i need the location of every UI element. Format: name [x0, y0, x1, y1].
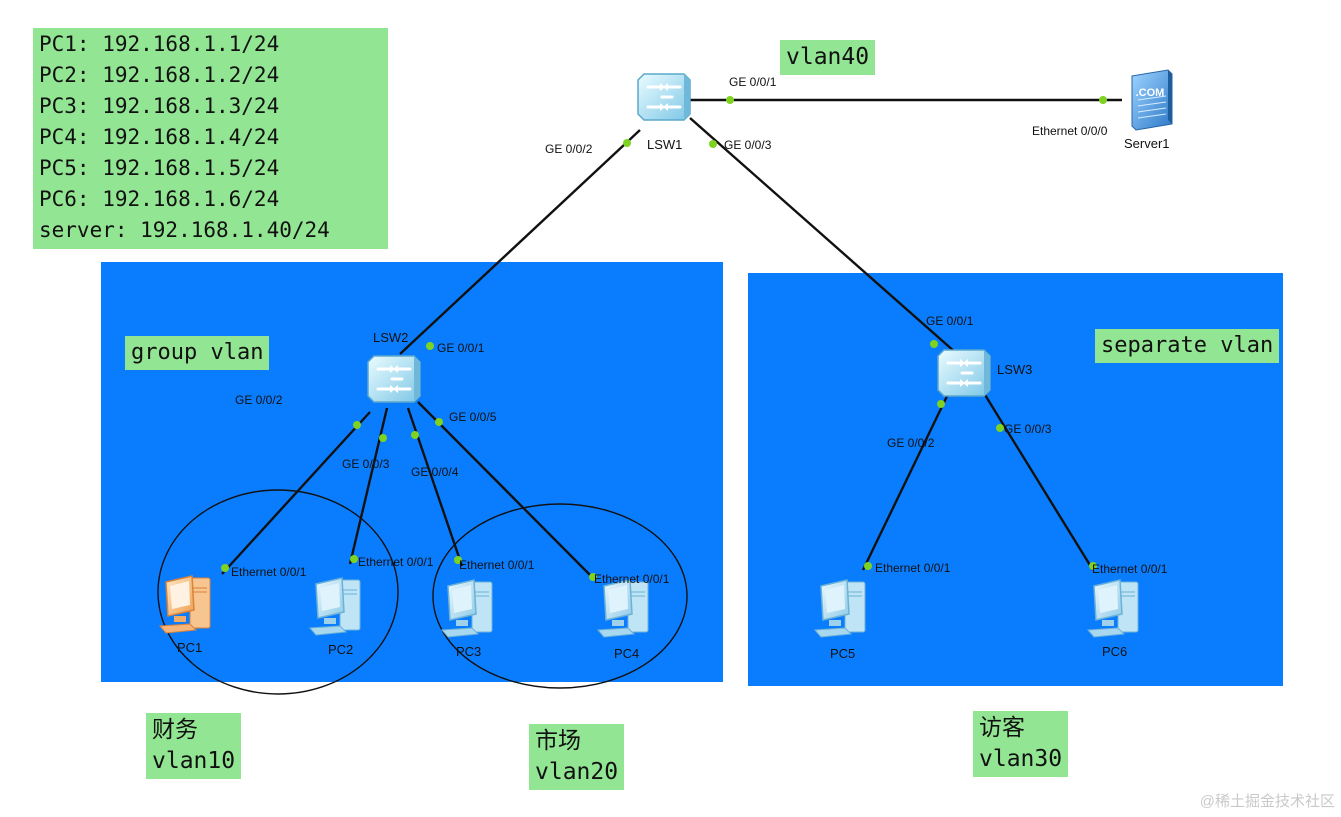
link-lsw2-pc4 — [417, 401, 596, 581]
lsw2-port-g2: GE 0/0/2 — [235, 393, 283, 407]
watermark: @稀土掘金技术社区 — [1199, 793, 1335, 810]
pc2-name: PC2 — [328, 642, 354, 657]
pc3-port-eth: Ethernet 0/0/1 — [459, 558, 535, 572]
lsw3-switch-icon[interactable] — [936, 348, 992, 398]
link-lsw1-lsw2 — [399, 129, 641, 355]
pc4-computer-icon[interactable] — [597, 579, 649, 638]
lsw1-port-g2: GE 0/0/2 — [545, 142, 593, 156]
pc6-name: PC6 — [1102, 644, 1128, 659]
ip-row-pc2: PC2: 192.168.1.2/24 — [39, 63, 280, 87]
pc6-port-eth: Ethernet 0/0/1 — [1092, 562, 1168, 576]
lsw2-port-g1: GE 0/0/1 — [437, 341, 485, 355]
ip-row-pc1: PC1: 192.168.1.1/24 — [39, 32, 280, 56]
pc5-computer-icon[interactable] — [814, 579, 866, 638]
pc6-computer-icon[interactable] — [1087, 579, 1139, 638]
visitor-name: 访客 — [979, 715, 1025, 741]
lsw1-switch-icon[interactable] — [636, 72, 692, 122]
server-com-label: .COM — [1136, 87, 1165, 99]
pc5-name: PC5 — [830, 646, 856, 661]
finance-vlan-caption: 财务 vlan10 — [146, 713, 242, 779]
lsw1-port-g1: GE 0/0/1 — [729, 75, 777, 89]
lsw3-port-g1: GE 0/0/1 — [926, 314, 974, 328]
pc1-computer-icon[interactable] — [159, 575, 211, 634]
ip-row-server: server: 192.168.1.40/24 — [39, 218, 330, 242]
pc3-computer-icon[interactable] — [441, 579, 493, 638]
link-lsw3-pc6 — [980, 389, 1095, 571]
server-port-eth: Ethernet 0/0/0 — [1032, 124, 1108, 138]
ip-row-pc3: PC3: 192.168.1.3/24 — [39, 94, 280, 118]
lsw2-switch-icon[interactable] — [366, 354, 422, 404]
link-lsw1-lsw3 — [689, 117, 956, 353]
vlan20-ellipse — [432, 503, 688, 689]
pc5-port-eth: Ethernet 0/0/1 — [875, 561, 951, 575]
server1-server-icon[interactable] — [1131, 69, 1173, 131]
market-name: 市场 — [535, 728, 581, 754]
lsw3-name: LSW3 — [997, 362, 1033, 377]
lsw1-port-g3: GE 0/0/3 — [724, 138, 772, 152]
finance-vlan: vlan10 — [152, 748, 236, 774]
pc4-port-eth: Ethernet 0/0/1 — [594, 572, 670, 586]
visitor-vlan-caption: 访客 vlan30 — [973, 711, 1069, 777]
pc2-computer-icon[interactable] — [309, 577, 361, 636]
ip-row-pc4: PC4: 192.168.1.4/24 — [39, 125, 280, 149]
separate-vlan-label: separate vlan — [1095, 329, 1280, 363]
group-vlan-label: group vlan — [125, 336, 270, 370]
market-vlan: vlan20 — [535, 759, 619, 785]
lsw2-name: LSW2 — [373, 330, 409, 345]
lsw3-port-g2: GE 0/0/2 — [887, 436, 935, 450]
vlan40-label: vlan40 — [780, 40, 876, 75]
link-lsw2-pc2 — [348, 407, 389, 565]
lsw3-port-g3: GE 0/0/3 — [1004, 422, 1052, 436]
lsw2-port-g5: GE 0/0/5 — [449, 410, 497, 424]
visitor-vlan: vlan30 — [979, 746, 1063, 772]
port-dots — [221, 96, 1107, 581]
ip-row-pc5: PC5: 192.168.1.5/24 — [39, 156, 280, 180]
link-lsw2-pc1 — [221, 411, 371, 575]
vlan10-ellipse — [157, 489, 399, 695]
link-lsw3-pc5 — [861, 389, 952, 571]
lsw1-name: LSW1 — [647, 137, 683, 152]
finance-name: 财务 — [152, 717, 198, 743]
pc1-name: PC1 — [177, 640, 203, 655]
pc2-port-eth: Ethernet 0/0/1 — [358, 555, 434, 569]
pc3-name: PC3 — [456, 644, 482, 659]
lsw2-port-g4: GE 0/0/4 — [411, 465, 459, 479]
market-vlan-caption: 市场 vlan20 — [529, 724, 625, 790]
server1-name: Server1 — [1124, 136, 1170, 151]
pc4-name: PC4 — [614, 646, 640, 661]
ip-address-table: PC1: 192.168.1.1/24 PC2: 192.168.1.2/24 … — [33, 28, 388, 249]
lsw2-port-g3: GE 0/0/3 — [342, 457, 390, 471]
ip-row-pc6: PC6: 192.168.1.6/24 — [39, 187, 280, 211]
pc1-port-eth: Ethernet 0/0/1 — [231, 565, 307, 579]
